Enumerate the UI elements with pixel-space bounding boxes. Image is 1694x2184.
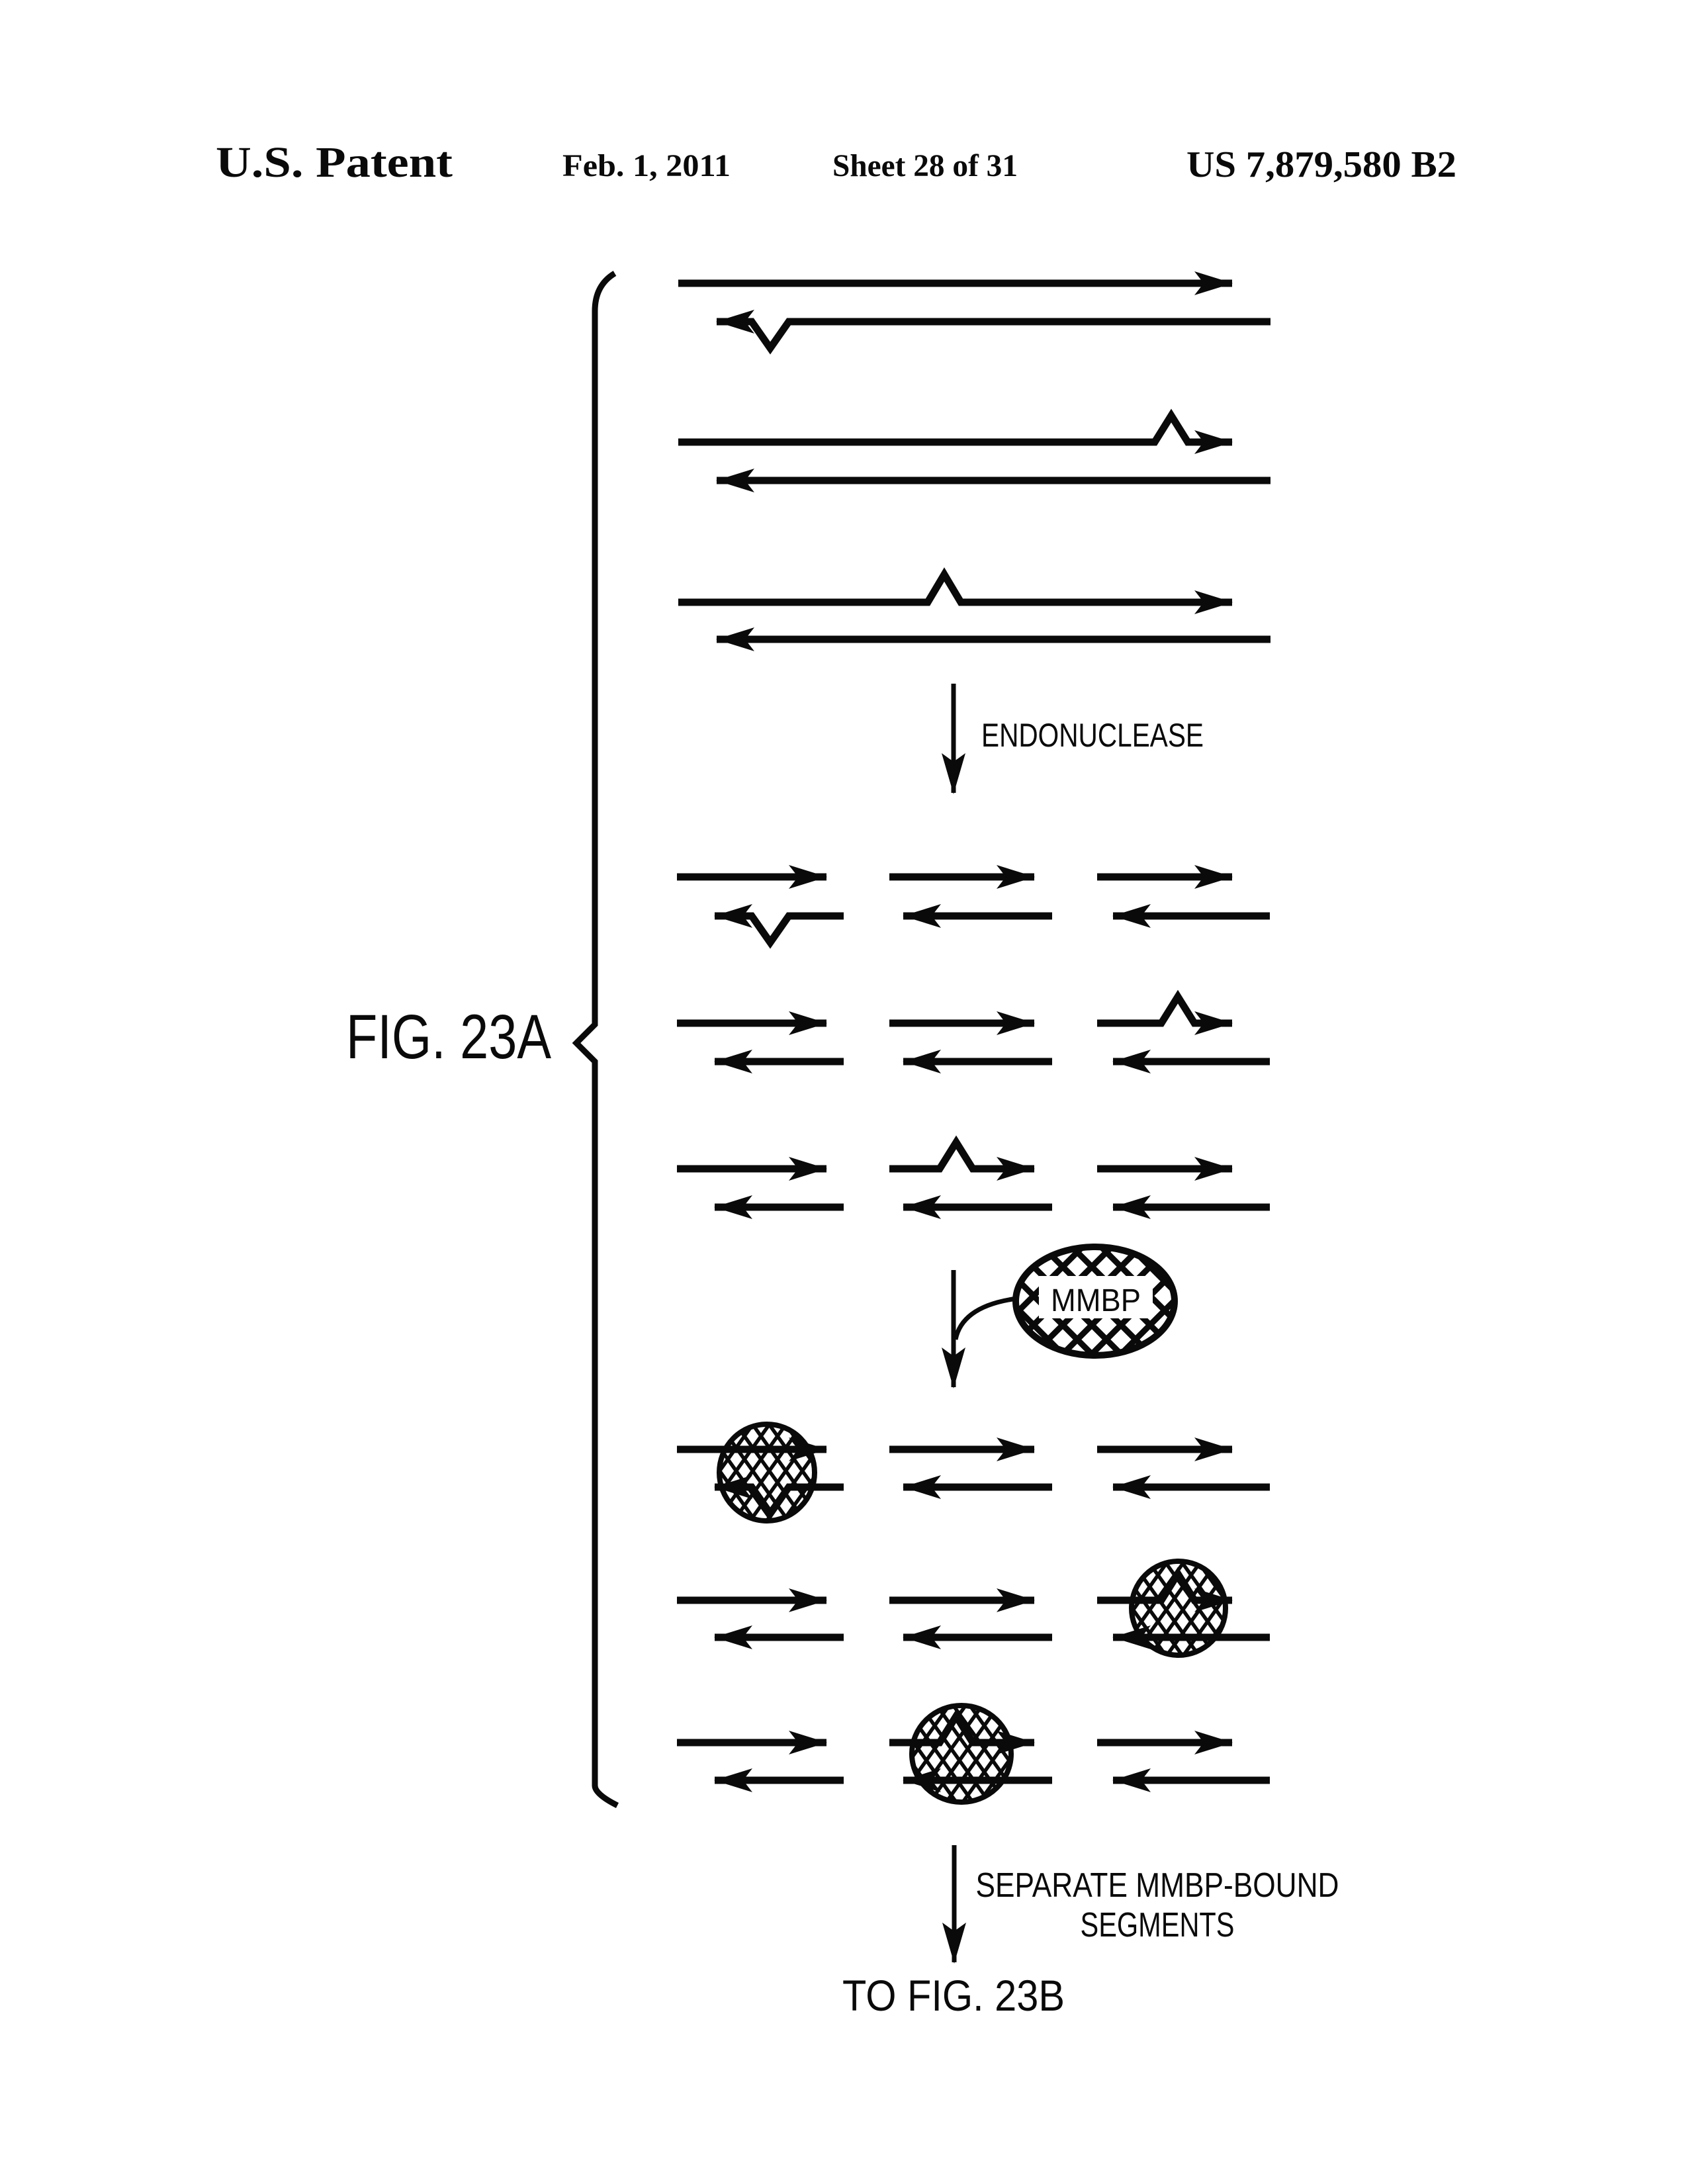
duplex-2-top-strand-arrow-with-mismatch-bump: [678, 408, 1233, 454]
segment-arrow-with-mismatch-bump: [889, 1135, 1035, 1181]
duplex-3-top-strand-arrow-with-mismatch-bump: [678, 567, 1233, 614]
header-date: Feb. 1, 2011: [562, 148, 731, 183]
duplex-1: [678, 271, 1270, 355]
mmbp-label: MMBP: [1051, 1283, 1141, 1318]
segment-arrow-with-mismatch-bump: [889, 1709, 1035, 1754]
endonuclease-step: ENDONUCLEASE: [942, 684, 1204, 794]
separate-label-line2: SEGMENTS: [1081, 1906, 1235, 1944]
segment-arrow-with-mismatch-bump: [1097, 1567, 1233, 1612]
to-figure-23b-label: TO FIG. 23B: [842, 1971, 1065, 2020]
cleaved-duplex-1: [677, 865, 1270, 949]
figure-label: FIG. 23A: [346, 1002, 552, 1072]
header-title: U.S. Patent: [216, 138, 453, 187]
separate-label-line1: SEPARATE MMBP-BOUND: [976, 1866, 1339, 1905]
duplex-2: [678, 408, 1270, 492]
segment-arrow-with-mismatch-notch: [714, 904, 844, 949]
header-patent-number: US 7,879,580 B2: [1186, 144, 1456, 185]
segment-arrow-with-mismatch-notch: [714, 1475, 844, 1520]
separate-step: SEPARATE MMBP-BOUND SEGMENTS TO FIG. 23B: [842, 1845, 1339, 2020]
bound-duplex-3: [677, 1703, 1270, 1805]
endonuclease-label: ENDONUCLEASE: [981, 717, 1204, 754]
mmbp-label-background: [1039, 1276, 1153, 1318]
bound-duplex-1: [677, 1422, 1270, 1524]
cleaved-duplex-2: [677, 989, 1270, 1073]
duplex-3: [678, 567, 1270, 651]
mmbp-leader-curve: [953, 1296, 1018, 1340]
mmbp-step: MMBP: [942, 1244, 1178, 1388]
figure-brace: [572, 271, 619, 1809]
segment-arrow-with-mismatch-bump: [1097, 989, 1233, 1035]
duplex-1-bottom-strand-arrow-with-mismatch-notch: [716, 310, 1270, 355]
page-header: U.S. Patent Feb. 1, 2011 Sheet 28 of 31 …: [216, 138, 1456, 187]
cleaved-duplex-3: [677, 1135, 1270, 1219]
header-sheet-number: Sheet 28 of 31: [832, 148, 1018, 183]
bound-duplex-2: [677, 1559, 1270, 1658]
